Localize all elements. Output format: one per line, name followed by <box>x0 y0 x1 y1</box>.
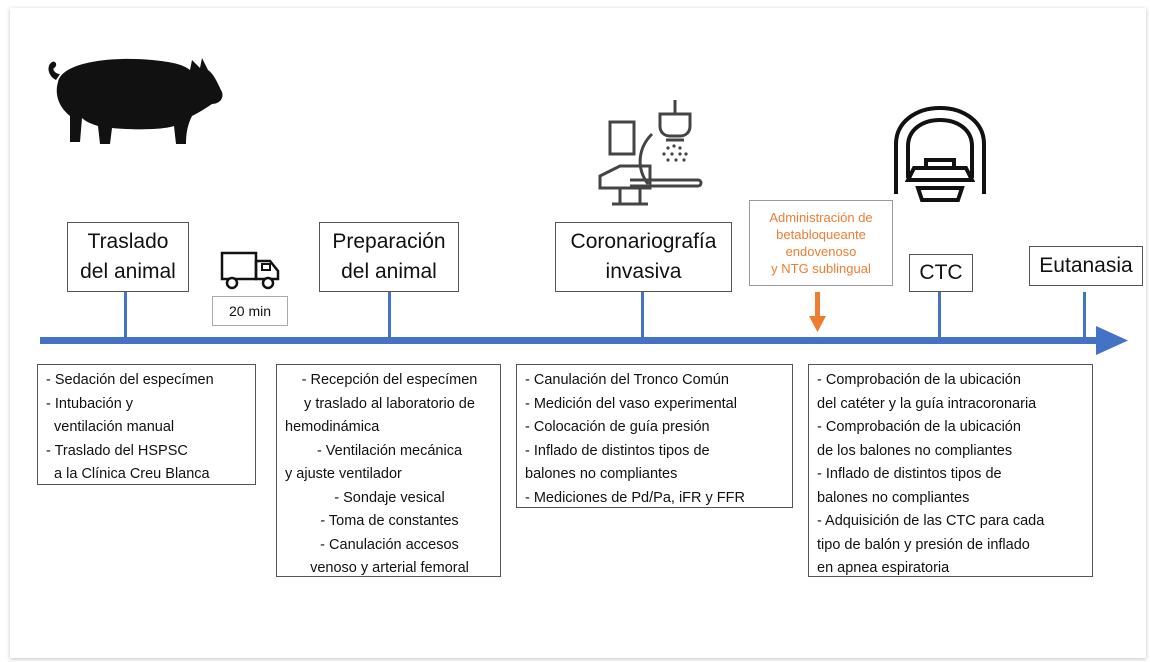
tick-ctc <box>938 292 941 338</box>
detail-line: de los balones no compliantes <box>817 442 1013 459</box>
transport-duration-label: 20 min <box>212 296 288 326</box>
tick-eutanasia <box>1083 292 1086 338</box>
stage-traslado: Traslado del animal <box>67 222 189 292</box>
detail-line: - Comprobación de la ubicación <box>817 419 1021 435</box>
details-coronariografia: - Canulación del Tronco Común - Medición… <box>516 364 793 508</box>
detail-line: - Comprobación de la ubicación <box>817 372 1021 388</box>
tick-preparacion <box>388 292 391 338</box>
orange-note: Administración de betabloqueante endoven… <box>749 200 893 286</box>
detail-line: - Medición del vaso experimental <box>525 395 737 412</box>
detail-line: balones no compliantes <box>525 466 678 482</box>
stage-preparacion: Preparación del animal <box>319 222 459 292</box>
angiography-machine-icon <box>598 100 703 206</box>
details-traslado: - Sedación del especímen - Intubación y … <box>37 364 256 485</box>
detail-line: venoso y arterial femoral <box>310 560 469 576</box>
detail-line: en apnea espiratoria <box>817 560 950 576</box>
detail-line: - Sedación del especímen <box>46 372 214 388</box>
detail-line: - Intubación y <box>46 395 134 412</box>
timeline-bar <box>40 337 1098 344</box>
tick-traslado <box>124 292 127 338</box>
detail-line: balones no compliantes <box>817 489 970 506</box>
detail-line: - Recepción del especímen <box>301 372 478 388</box>
stage-coronariografia: Coronariografía invasiva <box>555 222 732 292</box>
detail-line: - Adquisición de las CTC para cada <box>817 513 1045 529</box>
detail-line: hemodinámica <box>285 419 380 435</box>
orange-arrow-head <box>809 316 826 332</box>
detail-line: - Toma de constantes <box>320 513 459 529</box>
detail-line: - Inflado de distintos tipos de <box>817 466 1002 482</box>
details-preparacion: - Recepción del especímen y traslado al … <box>276 364 501 577</box>
detail-line: - Ventilación mecánica <box>316 442 463 459</box>
detail-line: y ajuste ventilador <box>285 466 402 482</box>
details-ctc: - Comprobación de la ubicación del catét… <box>808 364 1093 577</box>
detail-line: - Mediciones de Pd/Pa, iFR y FFR <box>525 489 745 506</box>
tick-coronariografia <box>641 292 644 338</box>
detail-line: y traslado al laboratorio de <box>304 395 475 412</box>
orange-arrow-shaft <box>815 292 820 317</box>
detail-line: - Traslado del HSPSC <box>46 442 188 459</box>
ct-scanner-icon <box>894 105 986 202</box>
pig-icon <box>48 58 223 144</box>
detail-line: - Canulación del Tronco Común <box>525 372 729 388</box>
stage-ctc: CTC <box>909 254 973 292</box>
detail-line: del catéter y la guía intracoronaria <box>817 395 1037 412</box>
detail-line: a la Clínica Creu Blanca <box>46 466 210 482</box>
truck-icon <box>220 251 280 290</box>
detail-line: - Sondaje vesical <box>334 489 445 506</box>
detail-line: - Canulación accesos <box>320 536 459 553</box>
detail-line: - Inflado de distintos tipos de <box>525 442 710 459</box>
timeline-arrowhead <box>1096 326 1128 355</box>
detail-line: tipo de balón y presión de inflado <box>817 536 1030 553</box>
detail-line: ventilación manual <box>46 419 175 435</box>
detail-line: - Colocación de guía presión <box>525 419 710 435</box>
stage-eutanasia: Eutanasia <box>1029 246 1143 286</box>
